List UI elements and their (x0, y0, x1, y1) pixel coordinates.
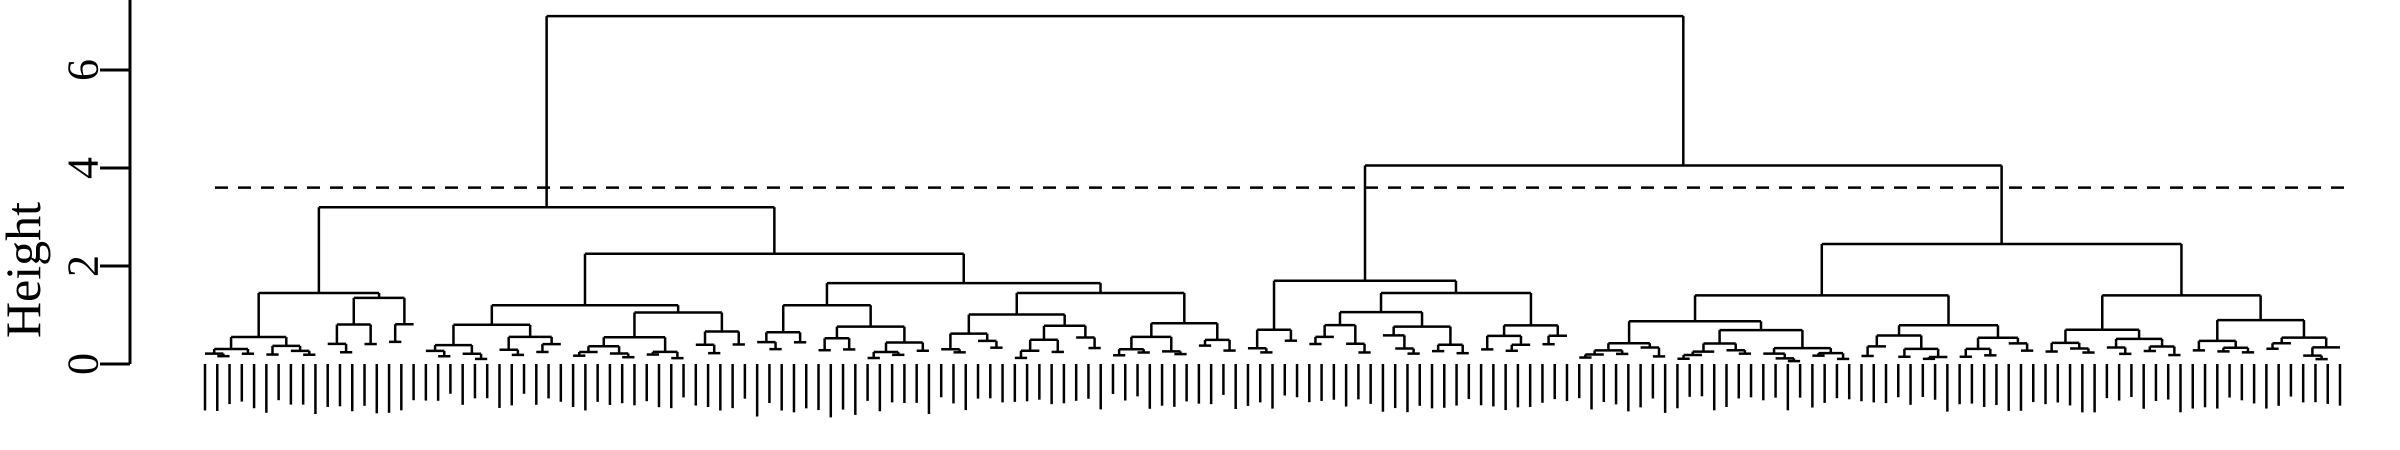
y-tick-label: 6 (58, 59, 107, 81)
y-axis-title: Height (0, 202, 51, 338)
y-tick-label: 0 (58, 353, 107, 375)
dendrogram-tree (203, 14, 2342, 418)
y-tick-label: 4 (58, 157, 107, 179)
y-axis: 0 2 4 6 (58, 0, 132, 375)
y-tick-label: 2 (58, 255, 107, 277)
